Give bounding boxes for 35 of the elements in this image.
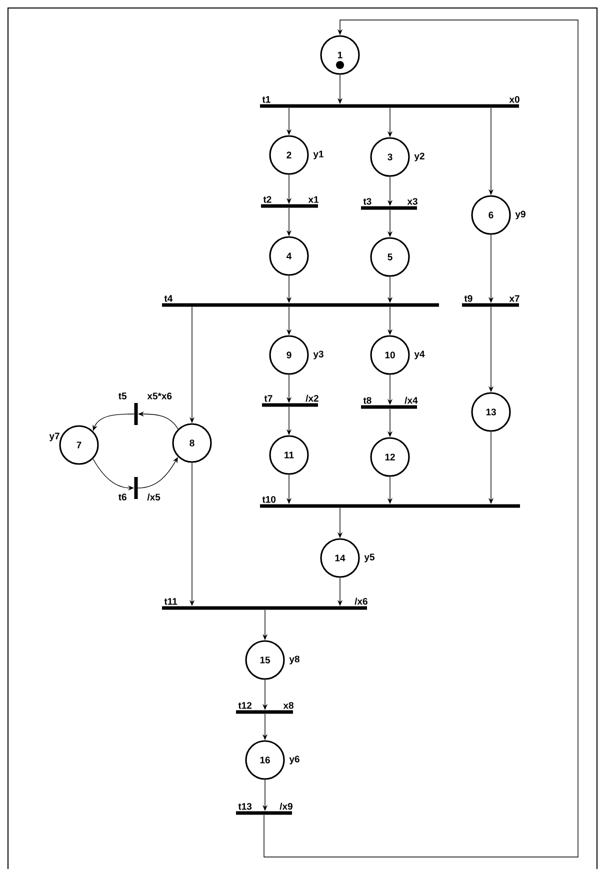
transition-label: t3 xyxy=(363,198,372,205)
condition-label: x0 xyxy=(509,96,520,103)
condition-label: /x4 xyxy=(404,396,418,404)
transition-label: t2 xyxy=(263,196,272,203)
transition-label: t11 xyxy=(164,598,178,605)
condition-label: x8 xyxy=(283,702,294,709)
condition-label: x3 xyxy=(407,198,418,205)
transition-label: t7 xyxy=(264,395,272,402)
transition-label: t6 xyxy=(118,494,126,500)
transition-label: t8 xyxy=(363,397,372,404)
transition-label: t10 xyxy=(262,496,276,503)
place-label: y3 xyxy=(313,350,324,360)
transition-label: t13 xyxy=(238,803,252,810)
transition-label: t4 xyxy=(164,295,173,302)
place-label: y6 xyxy=(289,756,300,764)
condition-label: x5*x6 xyxy=(147,392,172,400)
condition-label: /x9 xyxy=(280,802,292,810)
place-label: y4 xyxy=(414,350,425,360)
transition-label: t5 xyxy=(118,392,127,400)
arrow xyxy=(138,457,178,488)
place-label: y1 xyxy=(313,150,324,160)
arrow xyxy=(264,20,578,858)
place-label: y7 xyxy=(49,432,60,442)
transition-label: t9 xyxy=(464,295,472,302)
condition-label: x1 xyxy=(308,196,319,203)
place-label: y2 xyxy=(414,152,424,162)
condition-label: /x5 xyxy=(147,493,160,501)
condition-label: /x6 xyxy=(354,598,368,605)
place-label: y9 xyxy=(515,210,526,220)
place-label: y5 xyxy=(364,554,374,562)
condition-label: /x2 xyxy=(306,394,318,402)
transition-label: t12 xyxy=(238,702,252,709)
condition-label: x7 xyxy=(509,295,520,302)
transition-label: t1 xyxy=(262,96,270,103)
place-label: y8 xyxy=(289,656,300,664)
